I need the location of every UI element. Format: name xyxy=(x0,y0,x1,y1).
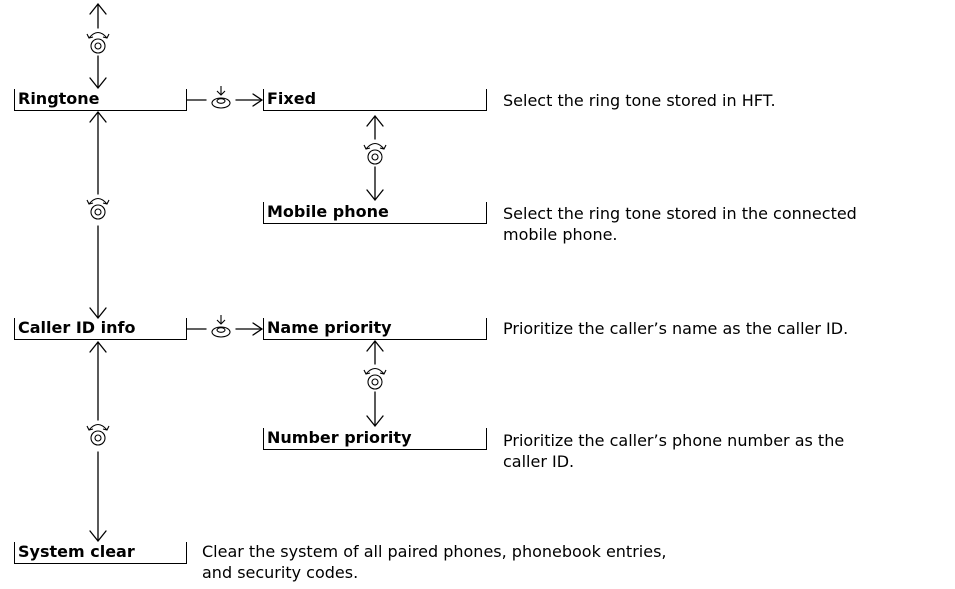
option-fixed: Fixed xyxy=(263,89,487,111)
description-line: Select the ring tone stored in the conne… xyxy=(503,204,857,223)
mobile-phone-description: Select the ring tone stored in the conne… xyxy=(503,203,857,245)
description-line: and security codes. xyxy=(202,563,359,582)
arrowhead-into-system xyxy=(89,530,107,542)
menu-item-caller-id-info: Caller ID info xyxy=(14,318,187,340)
option-number-priority: Number priority xyxy=(263,428,487,450)
arrowhead-name-up xyxy=(366,340,384,352)
press-knob-icon xyxy=(211,315,231,338)
arrowhead-top xyxy=(89,3,107,15)
arrowhead-into-number xyxy=(366,415,384,427)
menu-item-system-clear: System clear xyxy=(14,542,187,564)
menu-item-ringtone: Ringtone xyxy=(14,89,187,111)
arrowhead-caller-up xyxy=(89,341,107,353)
system-clear-description: Clear the system of all paired phones, p… xyxy=(202,541,667,583)
option-name-priority: Name priority xyxy=(263,318,487,340)
fixed-description: Select the ring tone stored in HFT. xyxy=(503,90,776,111)
arrowhead-into-mobile xyxy=(366,189,384,201)
rotate-knob-icon xyxy=(363,367,387,390)
arrowhead-into-ringtone xyxy=(89,77,107,89)
number-priority-description: Prioritize the caller’s phone number as … xyxy=(503,430,844,472)
description-line: Prioritize the caller’s phone number as … xyxy=(503,431,845,450)
description-line: caller ID. xyxy=(503,452,575,471)
press-knob-icon xyxy=(211,86,231,109)
name-priority-description: Prioritize the caller’s name as the call… xyxy=(503,318,848,339)
rotate-knob-icon xyxy=(86,31,110,54)
rotate-knob-icon xyxy=(86,197,110,220)
description-line: Prioritize the caller’s name as the call… xyxy=(503,319,849,338)
option-mobile-phone: Mobile phone xyxy=(263,202,487,224)
rotate-knob-icon xyxy=(363,142,387,165)
description-line: Clear the system of all paired phones, p… xyxy=(202,542,667,561)
description-line: mobile phone. xyxy=(503,225,618,244)
description-line: Select the ring tone stored in HFT. xyxy=(503,91,776,110)
rotate-knob-icon xyxy=(86,423,110,446)
arrowhead-into-name xyxy=(252,322,263,336)
arrowhead-into-caller xyxy=(89,307,107,319)
arrowhead-into-fixed xyxy=(252,93,263,107)
arrowhead-ringtone-up xyxy=(89,111,107,123)
arrowhead-fixed-up xyxy=(366,115,384,127)
